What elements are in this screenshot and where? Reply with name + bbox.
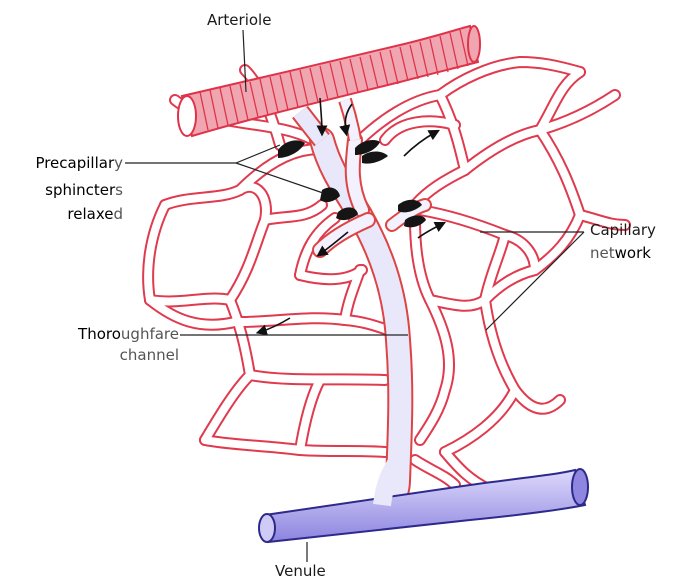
label-capillary-network: Capillary network: [590, 222, 656, 262]
sphincters-text-end: s: [115, 181, 123, 199]
label-thoroughfare-channel: Thoroughfare channel: [53, 326, 179, 364]
arteriole-text: Arteriole: [207, 11, 271, 29]
venule: [259, 460, 588, 542]
sphincter-3: [362, 152, 388, 164]
thoro-text-end: ughfare: [121, 325, 179, 343]
capillary-text: Capillary: [590, 222, 656, 239]
label-venule: Venule: [275, 563, 326, 580]
flow-arrow-5: [418, 224, 442, 238]
thoro-text: Thoro: [78, 325, 121, 343]
network-text: work: [615, 244, 651, 262]
relaxed-text-end: d: [113, 205, 123, 223]
precap-text-end: y: [114, 154, 123, 172]
label-precapillary-sphincters: Precapillary sphincters relaxed: [10, 155, 123, 223]
label-arteriole: Arteriole: [207, 12, 271, 29]
relaxed-text: relaxe: [67, 205, 113, 223]
venule-text: Venule: [275, 562, 326, 580]
channel-text: channel: [53, 347, 179, 364]
flow-arrow-3: [404, 132, 436, 156]
precap-text: Precapillar: [35, 154, 114, 172]
sphincters-text: sphincter: [45, 181, 115, 199]
network-text-start: net: [590, 244, 615, 262]
